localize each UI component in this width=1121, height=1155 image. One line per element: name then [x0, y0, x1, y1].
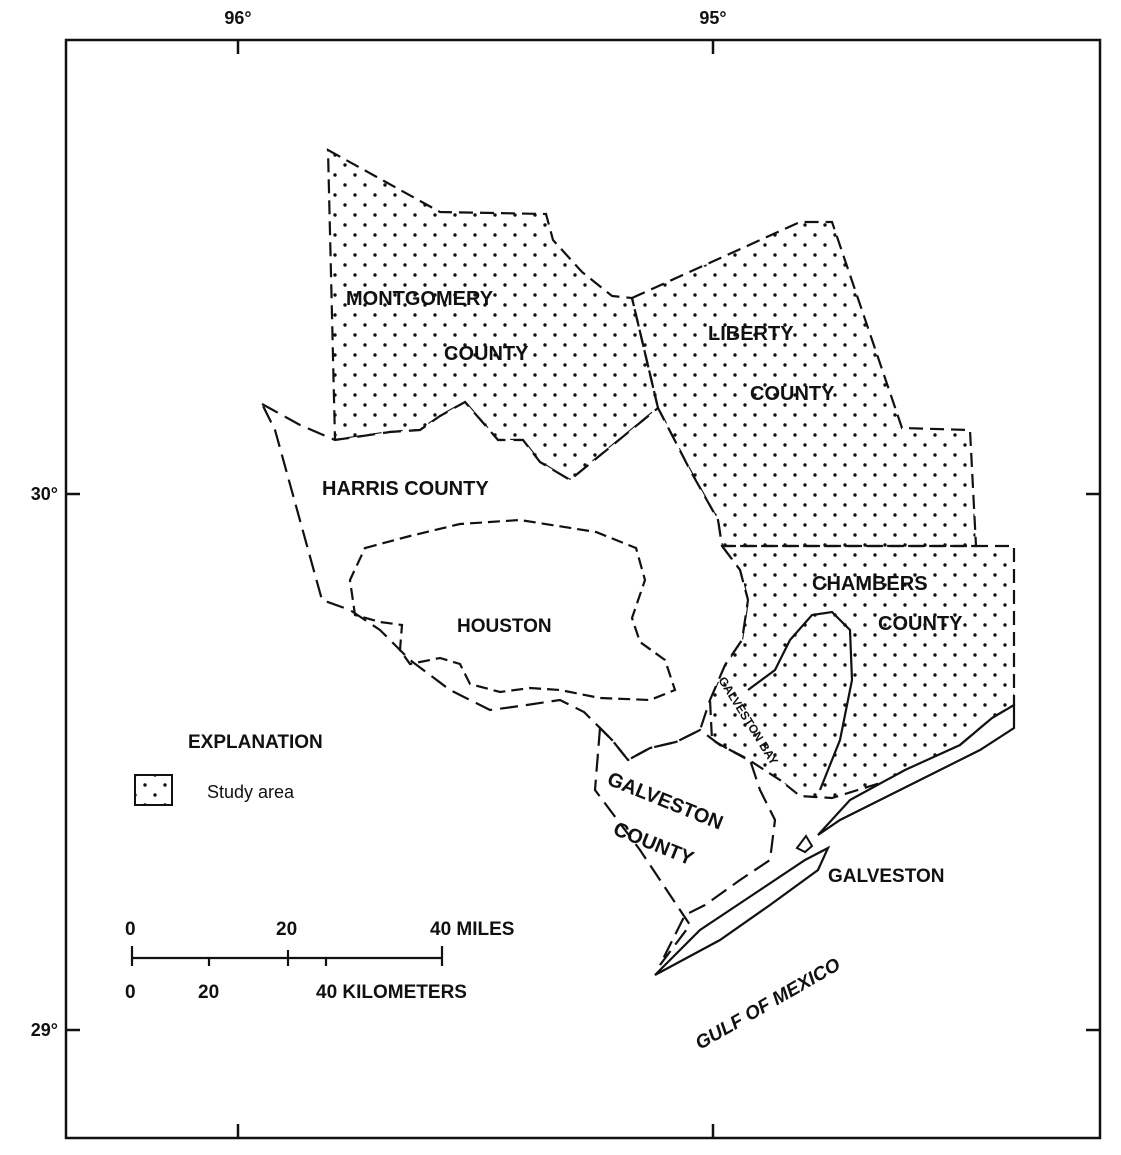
montgomery-county-area — [326, 148, 660, 482]
longitude-label-96: 96° — [224, 8, 251, 28]
graticule-ticks — [66, 40, 1100, 1138]
houston-city-limits — [348, 518, 677, 702]
galveston-county-label-line2: COUNTY — [610, 818, 697, 870]
liberty-county-label-line1: LIBERTY — [708, 323, 794, 345]
bolivar-peninsula — [817, 703, 1016, 836]
chambers-county-label-line2: COUNTY — [878, 613, 963, 635]
pelican-island — [795, 834, 814, 854]
galveston-county-outline — [593, 725, 777, 966]
longitude-label-95: 95° — [699, 8, 726, 28]
houston-label: HOUSTON — [457, 616, 552, 637]
chambers-county-label-line1: CHAMBERS — [812, 573, 928, 595]
map-frame — [64, 38, 1102, 1140]
montgomery-county-label-line2: COUNTY — [444, 343, 529, 365]
legend-study-area-swatch — [134, 774, 173, 806]
scale-bar — [130, 946, 444, 966]
scale-km-20: 20 — [198, 982, 219, 1003]
harris-county-outline — [259, 400, 750, 762]
scale-miles-0: 0 — [125, 919, 136, 940]
liberty-county-label-line2: COUNTY — [750, 383, 835, 405]
scale-miles-20: 20 — [276, 919, 297, 940]
chambers-bay-shoreline — [747, 610, 854, 791]
montgomery-county-label-line1: MONTGOMERY — [346, 288, 494, 310]
legend-study-area-label: Study area — [207, 782, 295, 802]
scale-miles-40: 40 MILES — [430, 919, 514, 940]
latitude-label-29: 29° — [31, 1020, 58, 1040]
galveston-city-label: GALVESTON — [828, 866, 944, 887]
legend-title: EXPLANATION — [188, 732, 323, 753]
gulf-of-mexico-label: GULF OF MEXICO — [692, 954, 844, 1054]
galveston-island — [654, 845, 831, 976]
scale-km-0: 0 — [125, 982, 136, 1003]
latitude-label-30: 30° — [31, 484, 58, 504]
harris-county-label: HARRIS COUNTY — [322, 478, 489, 500]
scale-km-40: 40 KILOMETERS — [316, 982, 467, 1003]
